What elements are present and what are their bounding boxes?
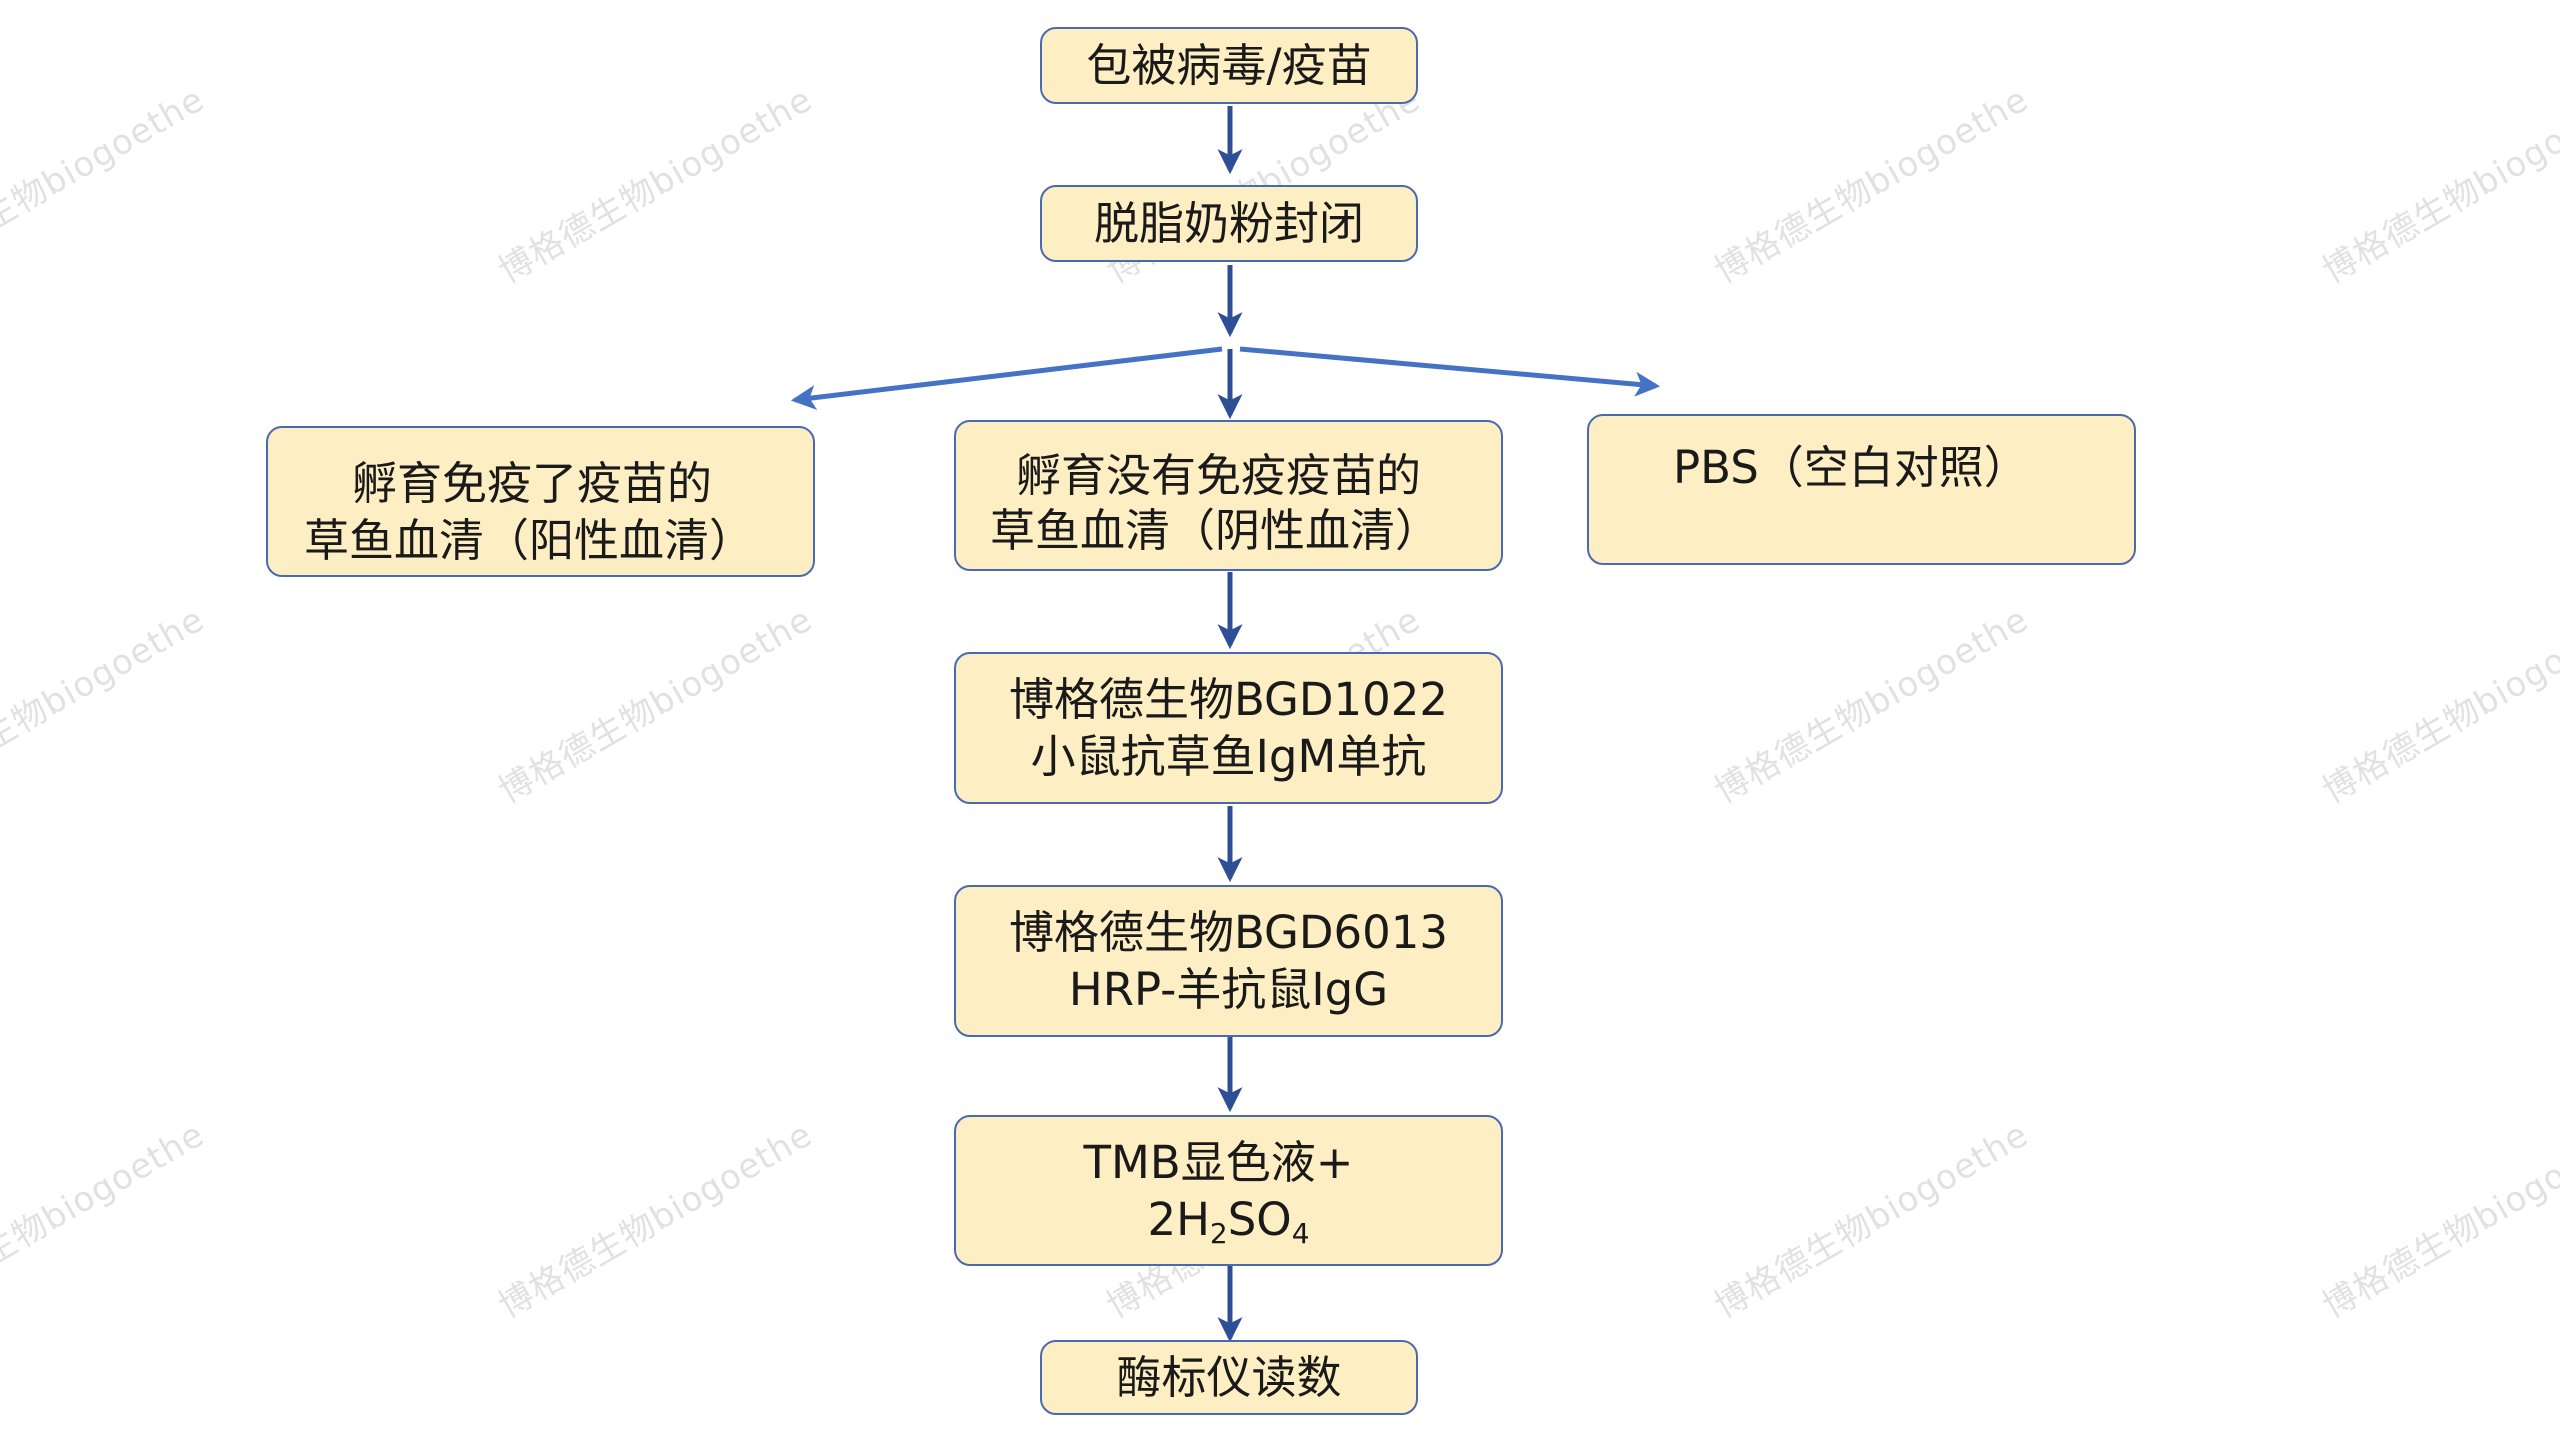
node-substrate: TMB显色液+ 2H2SO4 [954,1115,1503,1266]
node-readout: 酶标仪读数 [1040,1340,1418,1415]
arrow-branch-to-positive-serum [790,346,1223,410]
node-primary-antibody-line2: 小鼠抗草鱼IgM单抗 [1030,730,1427,783]
node-secondary-antibody-line2: HRP-羊抗鼠IgG [1068,963,1389,1016]
formula-subscript-2: 2 [1209,1216,1228,1250]
node-readout-label: 酶标仪读数 [1116,1351,1342,1404]
node-substrate-line2: 2H2SO4 [1147,1191,1309,1248]
formula-subscript-4: 4 [1291,1216,1310,1250]
node-pbs-control: PBS（空白对照） [1587,414,2136,565]
node-primary-antibody-line1: 博格德生物BGD1022 [1008,673,1449,726]
node-substrate-line1: TMB显色液+ [1083,1135,1354,1189]
formula-2h: 2H [1147,1192,1210,1246]
node-negative-serum-line2: 草鱼血清（阴性血清） [990,504,1441,557]
node-secondary-antibody-line1: 博格德生物BGD6013 [1008,906,1449,959]
node-pbs-control-label: PBS（空白对照） [1673,441,2029,494]
node-coating: 包被病毒/疫苗 [1040,27,1418,104]
node-negative-serum: 孵育没有免疫疫苗的 草鱼血清（阴性血清） [954,420,1503,571]
node-negative-serum-line1: 孵育没有免疫疫苗的 [1016,449,1422,502]
formula-so: SO [1227,1192,1292,1246]
node-blocking-label: 脱脂奶粉封闭 [1093,197,1364,250]
node-positive-serum-line1: 孵育免疫了疫苗的 [352,457,713,510]
node-blocking: 脱脂奶粉封闭 [1040,185,1418,262]
node-positive-serum-line2: 草鱼血清（阳性血清） [304,514,755,567]
node-coating-label: 包被病毒/疫苗 [1086,39,1372,92]
node-positive-serum: 孵育免疫了疫苗的 草鱼血清（阳性血清） [266,426,815,577]
arrow-branch-to-pbs [1239,346,1661,397]
node-secondary-antibody: 博格德生物BGD6013 HRP-羊抗鼠IgG [954,885,1503,1037]
node-primary-antibody: 博格德生物BGD1022 小鼠抗草鱼IgM单抗 [954,652,1503,804]
